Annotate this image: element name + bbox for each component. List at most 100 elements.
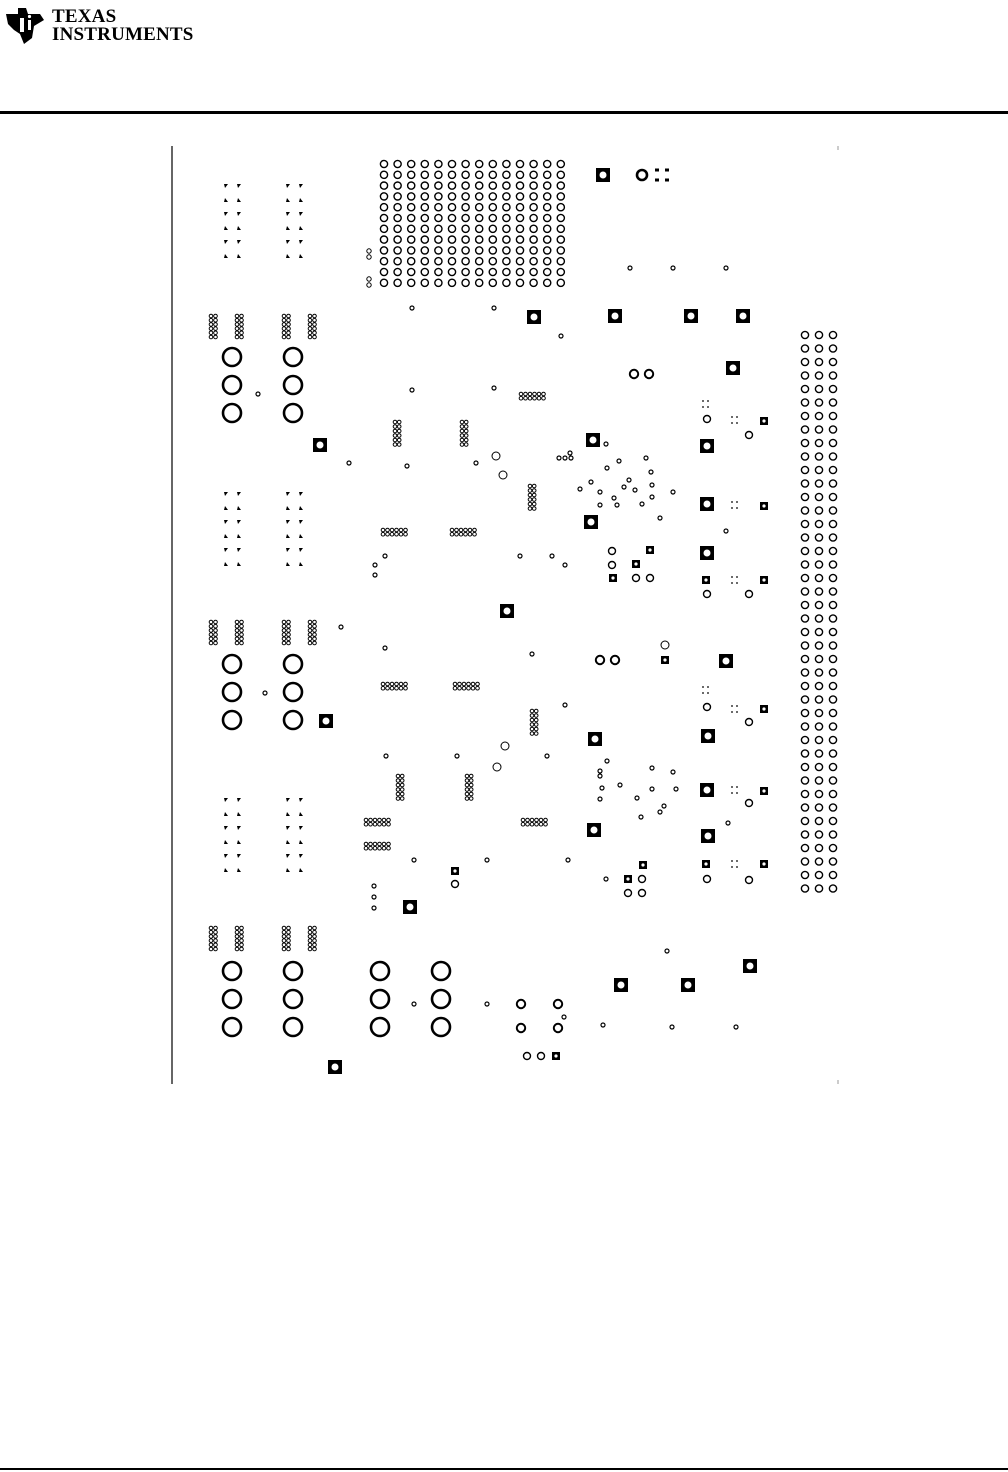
via [313,620,317,624]
via [815,574,822,581]
via [421,247,428,254]
via [453,686,457,690]
via [815,723,822,730]
fiducial-mark [237,492,241,496]
via [367,255,371,259]
via [397,443,401,447]
via [214,641,218,645]
via [462,225,469,232]
via [450,528,454,532]
fiducial-mark [286,184,290,188]
via [544,268,551,275]
via [393,429,397,433]
via [489,236,496,243]
via [801,466,808,473]
via [829,466,836,473]
via [516,182,523,189]
via [378,846,382,850]
via [544,193,551,200]
via [371,1018,389,1036]
via [530,225,537,232]
fiducial-mark [299,854,303,858]
via [435,193,442,200]
via [493,763,501,771]
fiducial-mark [299,184,303,188]
via [829,844,836,851]
via [569,456,573,460]
via [397,425,401,429]
fiducial-mark [286,506,290,510]
via [650,766,654,770]
via [394,247,401,254]
via [815,628,822,635]
via [604,877,608,881]
via [467,686,471,690]
via [287,943,291,947]
via [544,160,551,167]
pad-hole [554,1054,557,1057]
via [284,1018,302,1036]
via [815,561,822,568]
fiducial-mark [224,520,228,524]
mark-dot [736,860,738,862]
via [408,258,415,265]
via [801,858,808,865]
via [815,547,822,554]
via [530,258,537,265]
via [534,727,538,731]
fiducial-mark [237,840,241,844]
via [209,930,213,934]
fiducial-mark [237,548,241,552]
fiducial-mark [286,492,290,496]
via [313,318,317,322]
via [815,358,822,365]
via [489,182,496,189]
via [462,204,469,211]
pcb-layer-drawing [160,140,850,1090]
via [464,532,468,536]
mark-dot [731,416,733,418]
via [801,439,808,446]
via [516,279,523,286]
via [726,821,730,825]
via [535,818,539,822]
mark-dot [702,406,704,408]
via [287,641,291,645]
via [287,935,291,939]
via [448,171,455,178]
via [801,831,808,838]
via [530,818,534,822]
via [394,268,401,275]
mark-dot [702,686,704,688]
via [282,620,286,624]
via [516,204,523,211]
via [380,258,387,265]
via [371,990,389,1008]
via [829,655,836,662]
via [704,591,711,598]
via [661,641,669,649]
via [476,682,480,686]
via [489,193,496,200]
via [382,822,386,826]
via [400,783,404,787]
via [557,204,564,211]
via [524,396,528,400]
header-rule [0,111,1008,114]
via [471,682,475,686]
via [544,822,548,826]
via [240,641,244,645]
via [235,637,239,641]
via [369,822,373,826]
via [801,385,808,392]
fiducial-mark [224,534,228,538]
via [459,528,463,532]
via [534,732,538,736]
via [521,818,525,822]
via [209,323,213,327]
via [538,1053,545,1060]
via [829,723,836,730]
via [503,236,510,243]
via [476,686,480,690]
via [516,225,523,232]
